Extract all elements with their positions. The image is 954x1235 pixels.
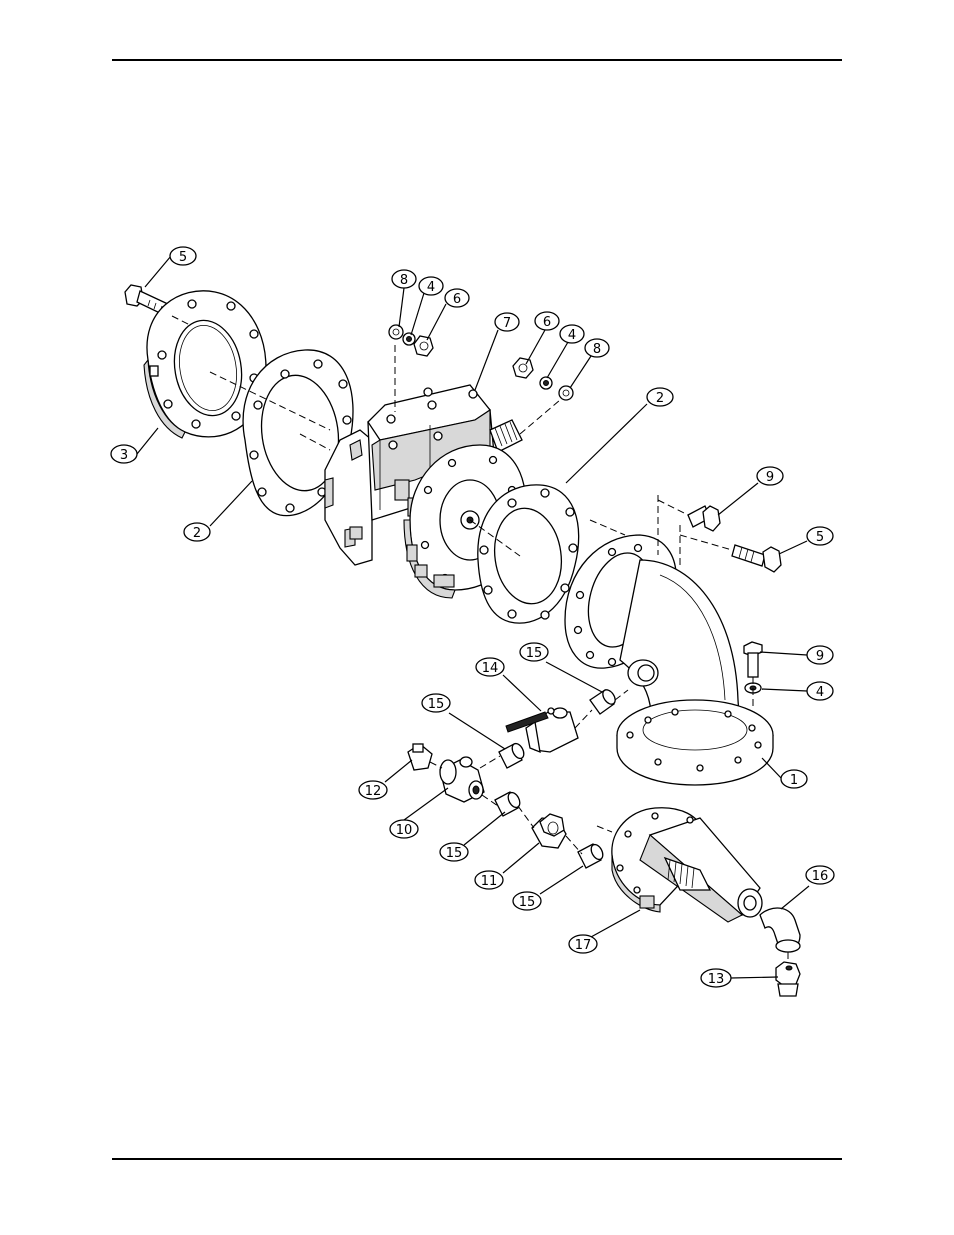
- callout-17: 17: [569, 935, 597, 953]
- callout-5-right: 5: [807, 527, 833, 545]
- nipple-15-d: [578, 843, 605, 868]
- callout-11: 11: [475, 871, 503, 889]
- callout-6-top-left: 6: [445, 289, 469, 307]
- callout-7: 7: [495, 313, 519, 331]
- svg-text:4: 4: [427, 280, 435, 295]
- callout-3: 3: [111, 445, 137, 463]
- hardware-stack-top-right: [513, 358, 573, 400]
- nipple-15-a: [590, 688, 618, 714]
- callout-14: 14: [476, 658, 504, 676]
- callout-10: 10: [390, 820, 418, 838]
- svg-text:2: 2: [193, 526, 201, 541]
- union-11: [532, 814, 566, 848]
- nipple-15-c: [495, 791, 522, 816]
- svg-text:15: 15: [428, 697, 445, 712]
- callout-16: 16: [806, 866, 834, 884]
- callout-12: 12: [359, 781, 387, 799]
- svg-text:5: 5: [816, 530, 824, 545]
- fitting-13: [776, 962, 800, 996]
- callout-6-top-right: 6: [535, 312, 559, 330]
- svg-text:10: 10: [396, 823, 413, 838]
- plug-12: [408, 744, 432, 770]
- svg-text:8: 8: [593, 342, 601, 357]
- svg-text:4: 4: [816, 685, 824, 700]
- callout-1: 1: [781, 770, 807, 788]
- callout-9-upper: 9: [757, 467, 783, 485]
- svg-text:7: 7: [503, 316, 511, 331]
- gasket-2-right: [478, 485, 579, 623]
- svg-text:13: 13: [708, 972, 725, 987]
- svg-text:11: 11: [481, 874, 498, 889]
- callout-8-top-left: 8: [392, 270, 416, 288]
- callout-5-top-left: 5: [170, 247, 196, 265]
- regulator-17: [612, 808, 762, 922]
- bolt-9-vertical: [744, 642, 762, 677]
- svg-text:15: 15: [519, 895, 536, 910]
- svg-text:1: 1: [790, 773, 798, 788]
- callout-2-left: 2: [184, 523, 210, 541]
- callout-15-lower: 15: [513, 892, 541, 910]
- callout-15-upper-left: 15: [422, 694, 450, 712]
- hardware-stack-top-left: [389, 325, 433, 356]
- svg-text:12: 12: [365, 784, 382, 799]
- svg-text:3: 3: [120, 448, 128, 463]
- callout-15-middle: 15: [440, 843, 468, 861]
- callout-2-right: 2: [647, 388, 673, 406]
- svg-text:2: 2: [656, 391, 664, 406]
- elbow-1: [565, 535, 773, 785]
- svg-text:15: 15: [526, 646, 543, 661]
- callout-4-lower: 4: [807, 682, 833, 700]
- nipple-15-b: [499, 742, 526, 768]
- svg-text:9: 9: [816, 649, 824, 664]
- svg-text:8: 8: [400, 273, 408, 288]
- bolt-9-upper: [688, 506, 720, 531]
- callout-13: 13: [701, 969, 731, 987]
- callout-15-near-valve: 15: [520, 643, 548, 661]
- callout-8-top-right: 8: [585, 339, 609, 357]
- elbow-16: [760, 908, 800, 952]
- svg-text:9: 9: [766, 470, 774, 485]
- svg-text:4: 4: [568, 328, 576, 343]
- svg-text:6: 6: [453, 292, 461, 307]
- svg-text:15: 15: [446, 846, 463, 861]
- svg-text:16: 16: [812, 869, 829, 884]
- callout-4-top-left: 4: [419, 277, 443, 295]
- bolt-5-right: [732, 545, 781, 572]
- svg-text:17: 17: [575, 938, 592, 953]
- svg-text:14: 14: [482, 661, 499, 676]
- svg-text:5: 5: [179, 250, 187, 265]
- callout-4-top-right: 4: [560, 325, 584, 343]
- callout-9-lower: 9: [807, 646, 833, 664]
- svg-text:6: 6: [543, 315, 551, 330]
- tee-10: [440, 757, 484, 802]
